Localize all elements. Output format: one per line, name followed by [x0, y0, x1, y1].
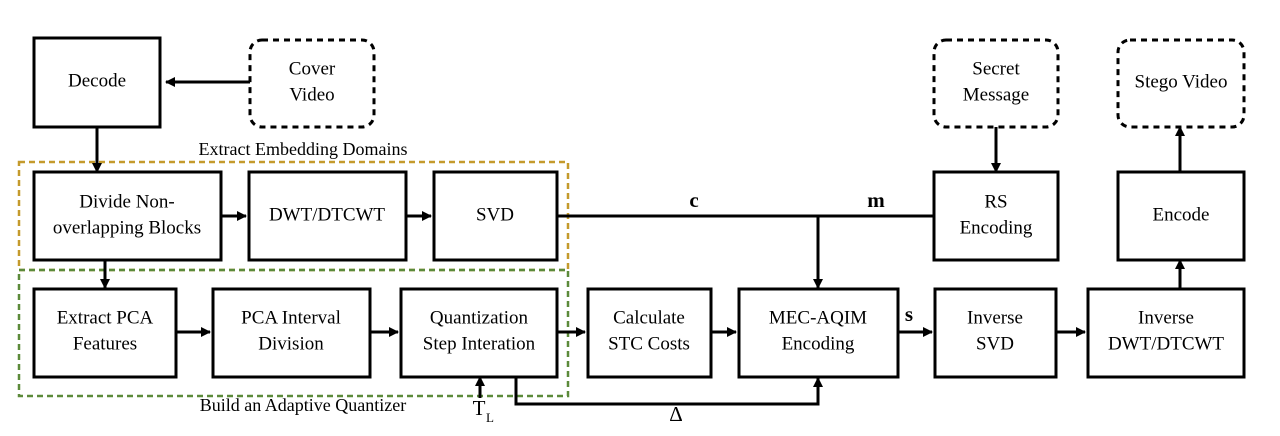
cover-video-label-line2: Video — [289, 84, 334, 105]
inverse-svd-label-line2: SVD — [976, 333, 1014, 354]
extract-pca-label-line2: Features — [73, 333, 137, 354]
secret-message-label-line2: Message — [963, 84, 1029, 105]
inverse-svd-label-line1: Inverse — [967, 307, 1023, 328]
secret-message-box: Secret Message — [932, 38, 1060, 129]
symbol-c: c — [689, 188, 698, 212]
rs-encoding-box: RS Encoding — [932, 170, 1060, 262]
mec-aqim-label-line1: MEC-AQIM — [769, 307, 867, 328]
symbol-delta: Δ — [669, 402, 683, 426]
rs-encoding-label-line1: RS — [984, 191, 1007, 212]
divide-blocks-label-line1: Divide Non- — [79, 191, 175, 212]
pca-interval-label-line2: Division — [258, 333, 324, 354]
stc-costs-box: Calculate STC Costs — [586, 287, 713, 379]
encode-label: Encode — [1153, 204, 1210, 225]
divide-blocks-box: Divide Non- overlapping Blocks — [32, 170, 223, 262]
pca-interval-box: PCA Interval Division — [211, 287, 372, 379]
secret-message-label-line1: Secret — [972, 58, 1020, 79]
dwt-label: DWT/DTCWT — [269, 204, 385, 225]
decode-box: Decode — [32, 36, 162, 129]
cover-video-box: Cover Video — [248, 38, 376, 129]
symbol-m: m — [867, 188, 885, 212]
stc-costs-label-line1: Calculate — [613, 307, 685, 328]
stego-video-box: Stego Video — [1116, 38, 1246, 129]
symbol-tl: T L — [473, 396, 494, 425]
stc-costs-label-line2: STC Costs — [608, 333, 690, 354]
embedding-domains-label: Extract Embedding Domains — [199, 139, 408, 159]
rs-encoding-label-line2: Encoding — [960, 217, 1033, 238]
pca-interval-label-line1: PCA Interval — [241, 307, 341, 328]
svd-label: SVD — [476, 204, 514, 225]
stego-video-label: Stego Video — [1135, 71, 1228, 92]
mec-aqim-box: MEC-AQIM Encoding — [737, 287, 900, 379]
cover-video-label-line1: Cover — [289, 58, 336, 79]
quant-step-label-line1: Quantization — [430, 307, 529, 328]
svd-box: SVD — [432, 170, 559, 262]
decode-label: Decode — [68, 70, 126, 91]
inverse-dwt-box: Inverse DWT/DTCWT — [1086, 287, 1246, 379]
inverse-svd-box: Inverse SVD — [933, 287, 1058, 379]
quant-step-box: Quantization Step Interation — [399, 287, 559, 379]
dwt-box: DWT/DTCWT — [247, 170, 408, 262]
extract-pca-box: Extract PCA Features — [32, 287, 178, 379]
symbol-tl-main: T — [473, 396, 486, 420]
extract-pca-label-line1: Extract PCA — [57, 307, 154, 328]
inverse-dwt-label-line2: DWT/DTCWT — [1108, 333, 1224, 354]
encode-box: Encode — [1116, 170, 1246, 262]
mec-aqim-label-line2: Encoding — [782, 333, 855, 354]
adaptive-quantizer-label: Build an Adaptive Quantizer — [200, 395, 406, 415]
arrow-delta-to-mec — [514, 377, 823, 406]
divide-blocks-label-line2: overlapping Blocks — [53, 217, 201, 238]
inverse-dwt-label-line1: Inverse — [1138, 307, 1194, 328]
symbol-tl-subscript: L — [486, 410, 494, 425]
symbol-s: s — [905, 302, 913, 326]
quant-step-label-line2: Step Interation — [423, 333, 536, 354]
